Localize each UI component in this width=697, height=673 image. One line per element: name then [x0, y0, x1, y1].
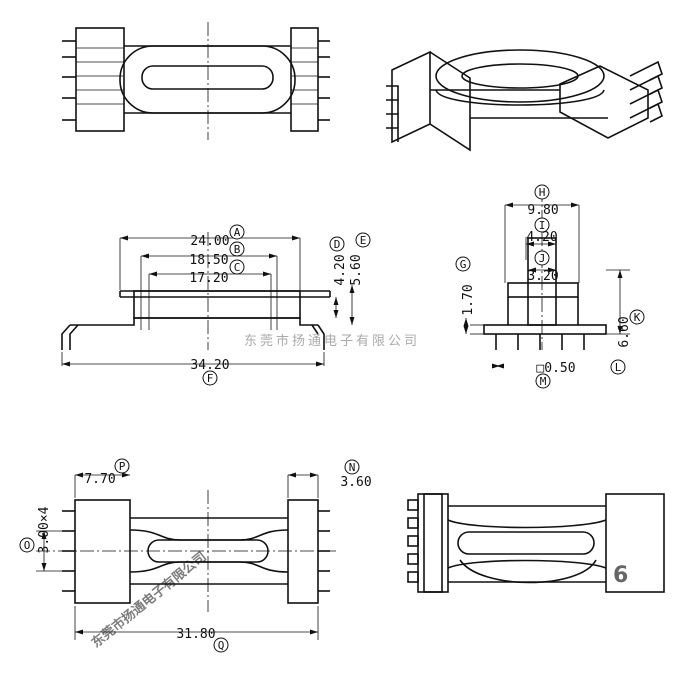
dimension-o: 3.00×4O [19, 506, 52, 571]
dimension-c: 17.20 C [149, 259, 271, 286]
bottom-view [36, 475, 336, 640]
dimension-l: L [610, 359, 626, 375]
dimension-i: 4.20I [526, 217, 558, 247]
svg-text:F: F [207, 372, 214, 385]
side-view [470, 188, 630, 350]
svg-text:K: K [634, 311, 641, 324]
isometric-view-bottom [407, 493, 665, 593]
dimension-marker-d: D [329, 236, 345, 252]
dimension-marker-f: F [202, 370, 218, 386]
dimension-value-p: 7.70 [84, 472, 115, 487]
dimension-marker-m: M [535, 373, 551, 389]
svg-text:D: D [334, 238, 341, 251]
dimension-value-j: 3.20 [527, 269, 558, 284]
top-view [62, 22, 330, 140]
dimension-value-k: 6.60 [617, 316, 632, 347]
svg-text:J: J [539, 252, 546, 265]
dimension-value-m: □0.50 [536, 361, 575, 376]
svg-text:I: I [539, 219, 546, 232]
dimension-value-o: 3.00×4 [37, 506, 52, 553]
watermark-small: 东莞市扬通电子有限公司 [244, 333, 420, 349]
dimension-j: 3.20 J [527, 250, 559, 284]
svg-text:H: H [539, 186, 546, 199]
dimension-q: 31.80Q [75, 627, 318, 653]
front-view [61, 232, 331, 366]
dimension-marker-l: L [610, 359, 626, 375]
isometric-view-top [386, 49, 663, 152]
svg-text:G: G [460, 258, 467, 271]
dimension-marker-j: J [534, 250, 550, 266]
dimension-value-q: 31.80 [176, 627, 215, 642]
dimension-marker-i: I [534, 217, 550, 233]
dimension-d: 4.20 D [329, 236, 348, 318]
dimension-value-b: 18.50 [189, 253, 228, 268]
svg-text:B: B [234, 243, 241, 256]
dimension-g: 1.70 G [455, 256, 476, 334]
dimension-marker-g: G [455, 256, 471, 272]
svg-text:C: C [234, 261, 241, 274]
dimension-value-n: 3.60 [340, 475, 371, 490]
dimension-a: 24.00 A [120, 224, 300, 249]
dimension-f: 34.20F [62, 358, 324, 386]
svg-text:P: P [119, 460, 126, 473]
page-number: 6 [613, 563, 629, 588]
dimension-value-i: 4.20 [526, 230, 557, 245]
dimension-marker-o: O [19, 537, 35, 553]
dimension-marker-e: E [355, 232, 371, 248]
svg-text:E: E [360, 234, 367, 247]
svg-text:O: O [24, 539, 31, 552]
dimension-value-c: 17.20 [189, 271, 228, 286]
dimension-value-h: 9.80 [527, 203, 558, 218]
dimension-m: □0.50M [492, 361, 576, 389]
dimension-marker-h: H [534, 184, 550, 200]
svg-text:Q: Q [218, 639, 225, 652]
dimension-marker-k: K [629, 309, 645, 325]
dimension-value-e: 5.60 [349, 254, 364, 285]
dimension-marker-n: N [344, 459, 360, 475]
svg-text:A: A [234, 226, 241, 239]
dimension-marker-c: C [229, 259, 245, 275]
dimension-marker-p: P [114, 458, 130, 474]
dimension-marker-q: Q [213, 637, 229, 653]
dimension-marker-b: B [229, 241, 245, 257]
dimension-n: 3.60N [288, 459, 372, 490]
dimension-value-a: 24.00 [190, 234, 229, 249]
svg-text:N: N [349, 461, 356, 474]
dimension-e: 5.60 E [349, 232, 371, 325]
dimension-h: 9.80 H [505, 184, 579, 218]
dimension-p: 7.70 P [75, 458, 130, 487]
svg-text:L: L [615, 361, 622, 374]
dimension-b: 18.50 B [141, 241, 277, 268]
svg-text:M: M [540, 375, 547, 388]
dimension-value-f: 34.20 [190, 358, 229, 373]
dimension-value-g: 1.70 [461, 284, 476, 315]
dimension-marker-a: A [229, 224, 245, 240]
dimension-value-d: 4.20 [333, 254, 348, 285]
